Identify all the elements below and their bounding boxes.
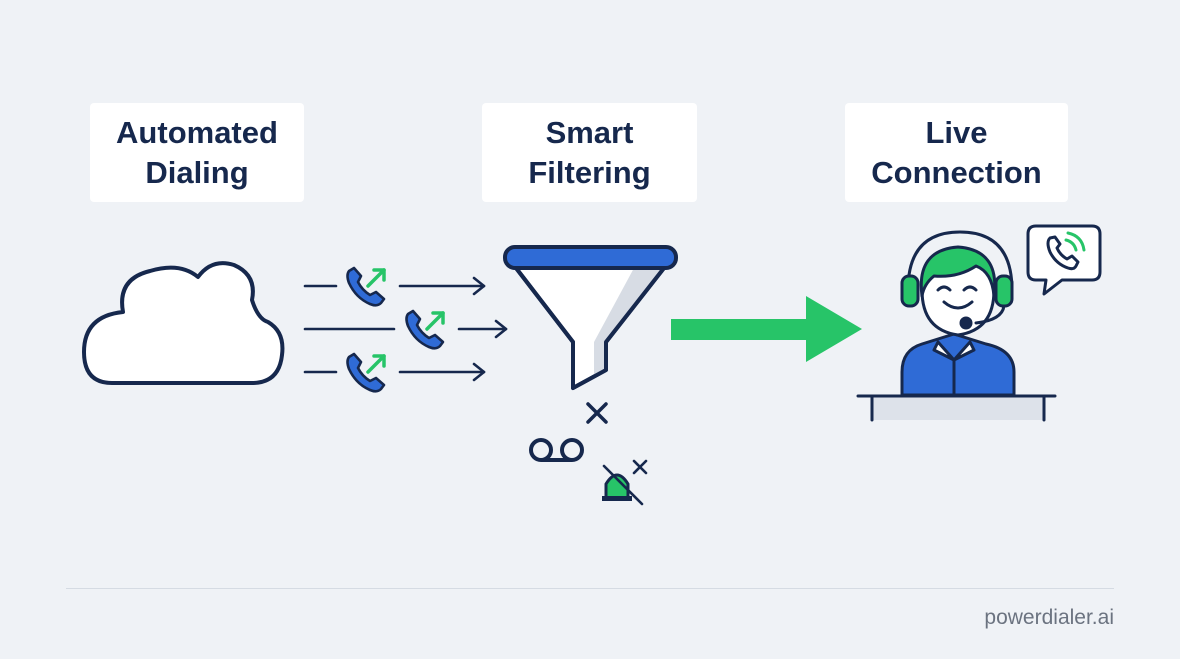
call-stream [303, 276, 508, 382]
outgoing-call-icon [404, 309, 445, 351]
stage-label-smart-filtering: Smart Filtering [482, 103, 697, 202]
stage-label-line: Dialing [145, 154, 249, 190]
outgoing-call-icon [345, 352, 386, 394]
alarm-muted-icon [602, 459, 648, 506]
stage-label-line: Automated [116, 114, 278, 150]
voicemail-icon [529, 438, 584, 462]
arrow-right-icon [671, 296, 862, 362]
stage-label-line: Smart [545, 114, 634, 150]
stage-label-line: Filtering [528, 154, 651, 190]
stage-label-live-connection: Live Connection [845, 103, 1068, 202]
headset-agent-icon [856, 230, 1057, 422]
brand-wordmark: powerdialer.ai [984, 606, 1114, 629]
funnel-icon [503, 245, 678, 390]
close-icon [586, 402, 608, 424]
arrow-head [494, 319, 508, 339]
cloud-icon [82, 261, 285, 385]
stage-label-line: Connection [871, 154, 1042, 190]
footer-divider [66, 588, 1114, 589]
outgoing-call-icon [345, 266, 386, 308]
stage-label-automated-dialing: Automated Dialing [90, 103, 304, 202]
phone-chat-bubble-icon [1026, 224, 1102, 296]
arrow-head [472, 276, 486, 296]
arrow-head [472, 362, 486, 382]
stage-label-line: Live [925, 114, 988, 150]
